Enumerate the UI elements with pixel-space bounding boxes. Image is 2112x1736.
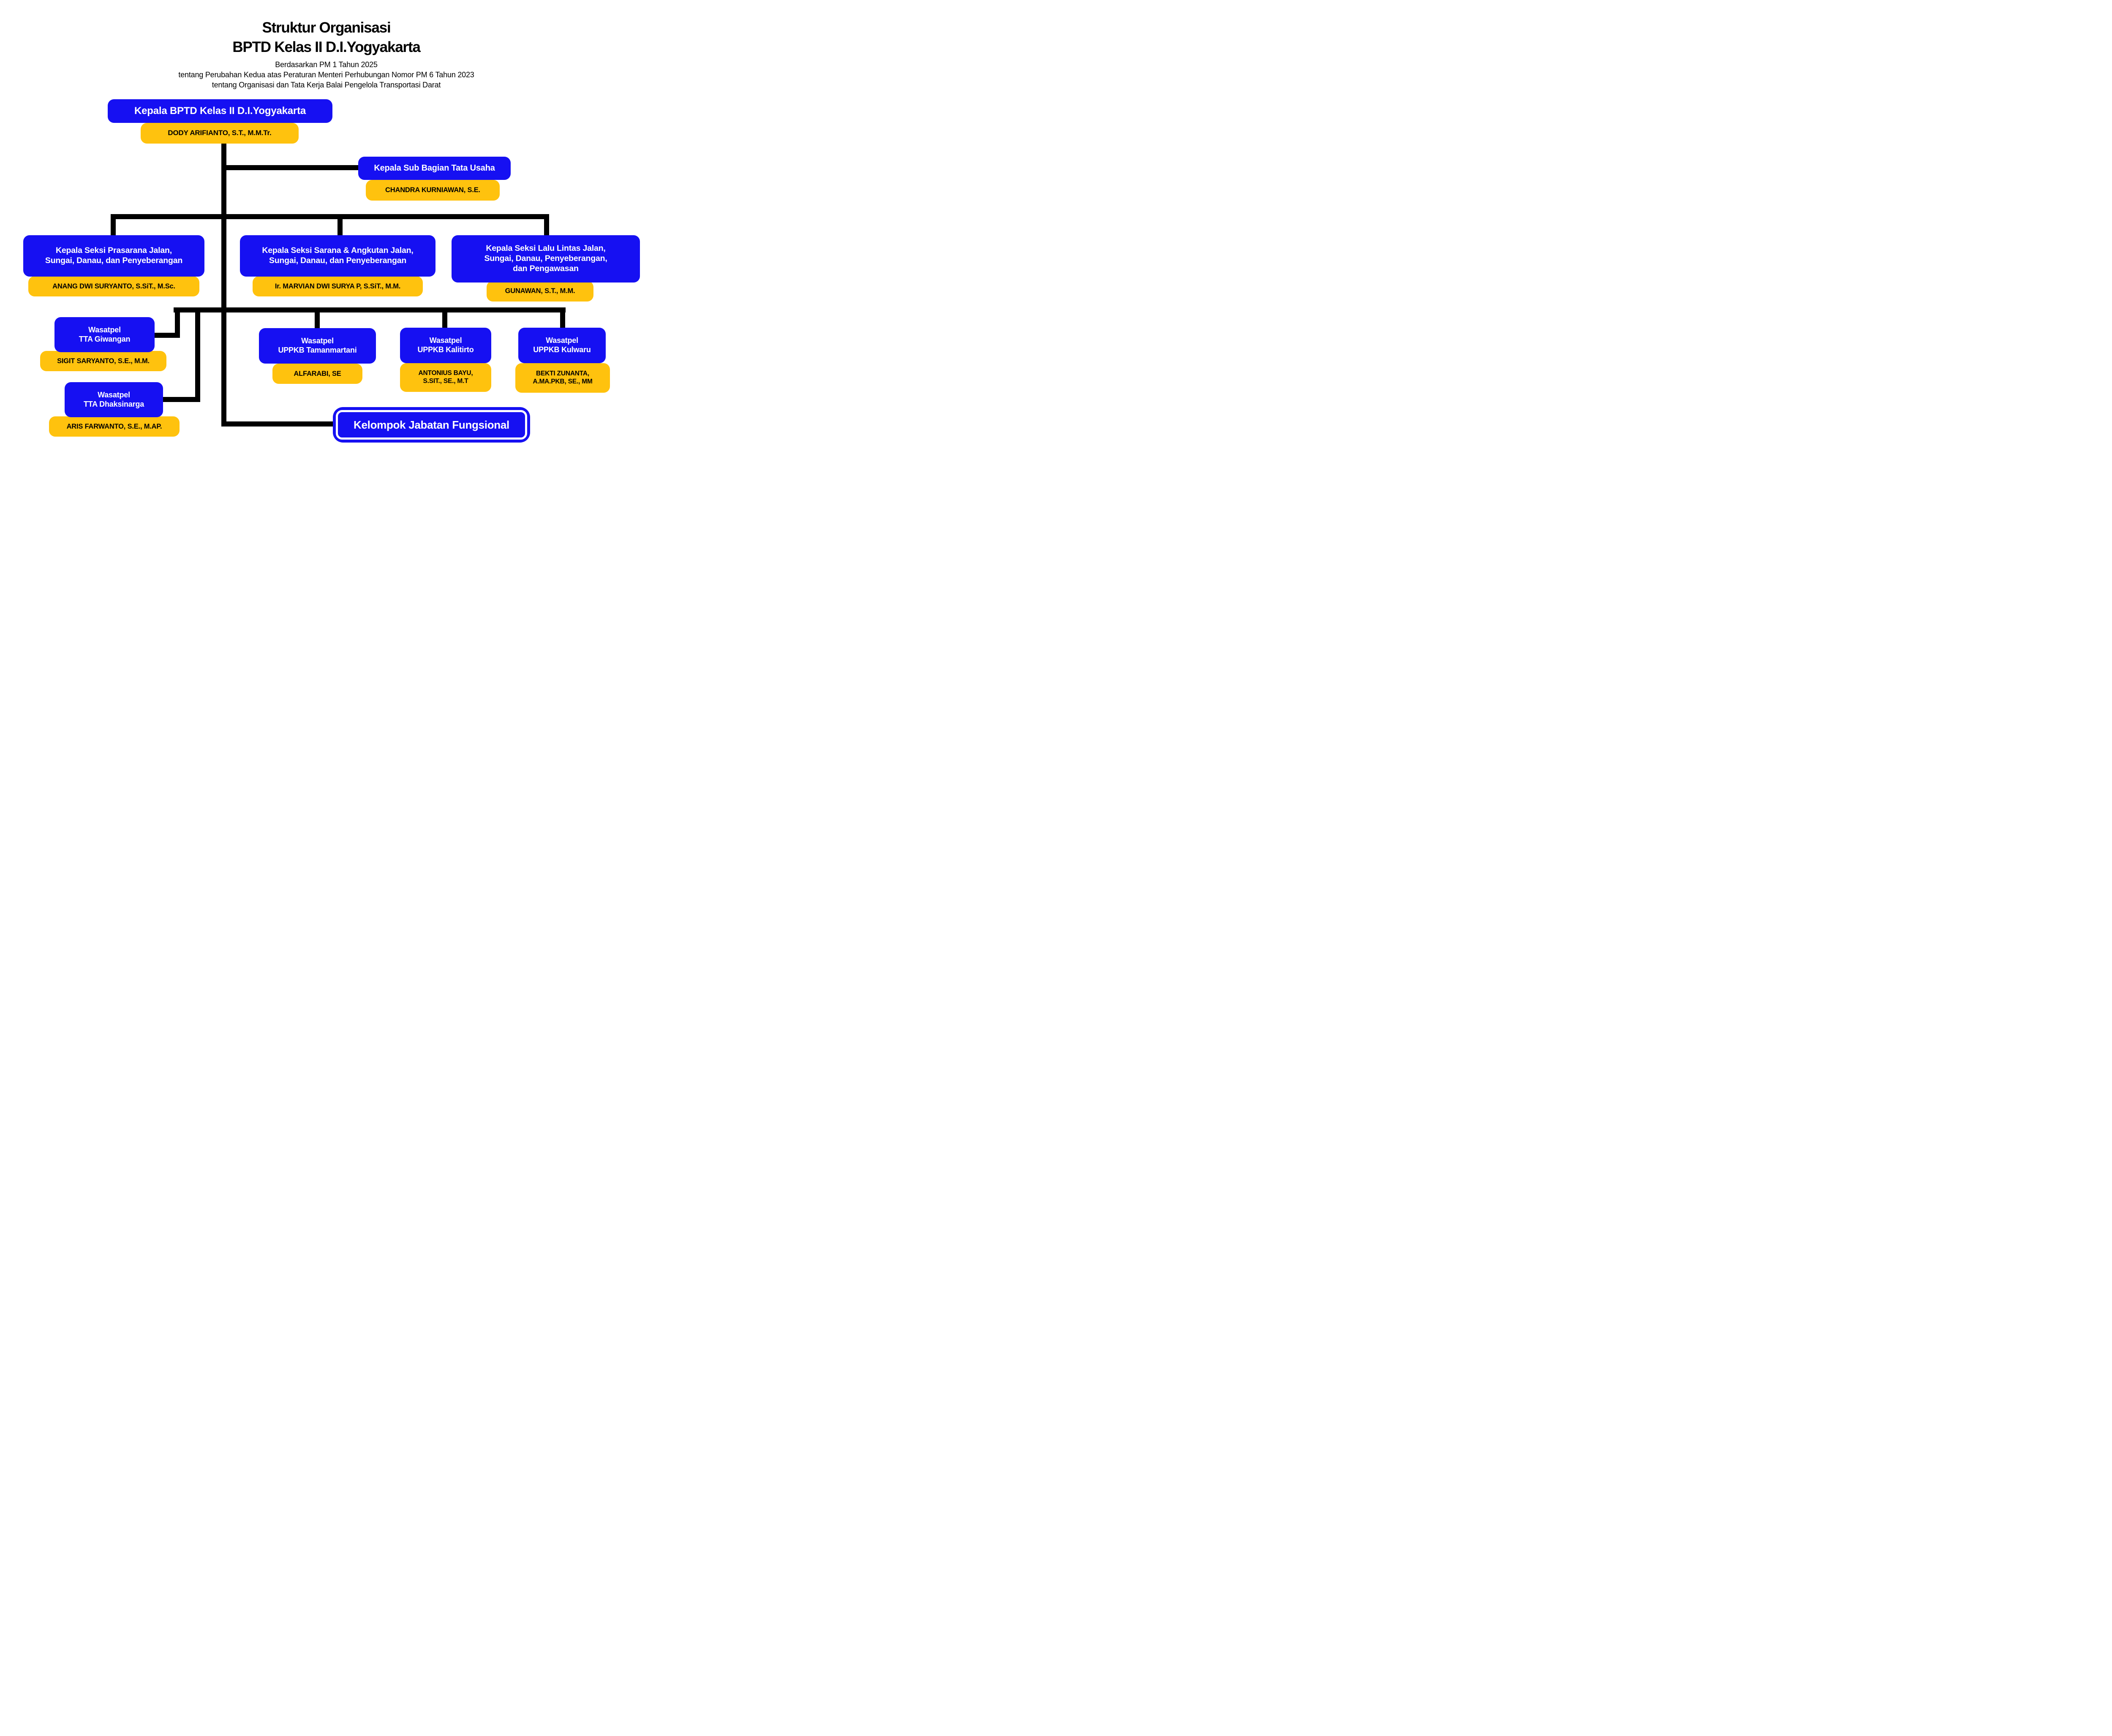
wasatpel-tamanmartani-name: ALFARABI, SE xyxy=(294,369,341,378)
box-wasatpel-uppkb-tamanmartani: Wasatpel UPPKB Tamanmartani xyxy=(259,328,376,364)
connector-stub-kulwaru xyxy=(560,310,565,329)
kepala-bptd-name: DODY ARIFIANTO, S.T., M.M.Tr. xyxy=(168,129,272,137)
seksi-lalulintas-line1: Kepala Seksi Lalu Lintas Jalan, xyxy=(486,244,606,253)
connector-fungsional-horizontal xyxy=(224,421,335,427)
connector-giwangan-vertical xyxy=(175,307,180,338)
wasatpel-giwangan-name: SIGIT SARYANTO, S.E., M.M. xyxy=(57,357,150,365)
seksi-prasarana-line2: Sungai, Danau, dan Penyeberangan xyxy=(45,256,183,265)
connector-main-vertical xyxy=(221,142,226,427)
box-seksi-prasarana-name: ANANG DWI SURYANTO, S.SiT., M.Sc. xyxy=(28,276,199,296)
wasatpel-kulwaru-name-line2: A.MA.PKB, SE., MM xyxy=(533,378,593,385)
wasatpel-tamanmartani-line2: UPPKB Tamanmartani xyxy=(278,346,357,354)
seksi-prasarana-line1: Kepala Seksi Prasarana Jalan, xyxy=(56,246,172,255)
box-seksi-sarana-name: Ir. MARVIAN DWI SURYA P, S.SiT., M.M. xyxy=(253,276,423,296)
box-seksi-prasarana: Kepala Seksi Prasarana Jalan, Sungai, Da… xyxy=(23,235,204,277)
wasatpel-dhaksinarga-name: ARIS FARWANTO, S.E., M.AP. xyxy=(66,422,162,430)
seksi-sarana-line1: Kepala Seksi Sarana & Angkutan Jalan, xyxy=(262,246,414,255)
wasatpel-kalitirto-line1: Wasatpel xyxy=(429,336,462,345)
page-subtitle-line2: tentang Perubahan Kedua atas Peraturan M… xyxy=(178,71,474,79)
box-wasatpel-tta-dhaksinarga-name: ARIS FARWANTO, S.E., M.AP. xyxy=(49,416,180,437)
tata-usaha-name: CHANDRA KURNIAWAN, S.E. xyxy=(385,186,480,194)
box-kepala-bptd: Kepala BPTD Kelas II D.I.Yogyakarta xyxy=(108,99,332,123)
box-wasatpel-uppkb-kulwaru-name: BEKTI ZUNANTA, A.MA.PKB, SE., MM xyxy=(515,363,610,393)
box-kepala-bptd-name: DODY ARIFIANTO, S.T., M.M.Tr. xyxy=(141,123,299,144)
kelompok-inner-ring: Kelompok Jabatan Fungsional xyxy=(336,410,527,440)
box-wasatpel-tta-giwangan-name: SIGIT SARYANTO, S.E., M.M. xyxy=(40,351,166,371)
page-title-line2: BPTD Kelas II D.I.Yogyakarta xyxy=(232,39,420,55)
box-wasatpel-uppkb-tamanmartani-name: ALFARABI, SE xyxy=(272,364,362,384)
box-seksi-lalulintas-name: GUNAWAN, S.T., M.M. xyxy=(487,281,593,302)
connector-trunk1-horizontal xyxy=(111,214,549,219)
page-subtitle-line1: Berdasarkan PM 1 Tahun 2025 xyxy=(275,60,378,69)
wasatpel-giwangan-line2: TTA Giwangan xyxy=(79,334,131,343)
box-kelompok-jabatan-fungsional: Kelompok Jabatan Fungsional xyxy=(333,407,530,443)
connector-trunk2-horizontal xyxy=(174,307,566,312)
seksi-sarana-name: Ir. MARVIAN DWI SURYA P, S.SiT., M.M. xyxy=(275,282,401,290)
wasatpel-kulwaru-name-line1: BEKTI ZUNANTA, xyxy=(536,370,590,378)
wasatpel-kulwaru-line1: Wasatpel xyxy=(546,336,578,345)
wasatpel-dhaksinarga-line1: Wasatpel xyxy=(98,390,130,399)
connector-stub-kalitirto xyxy=(442,310,447,329)
connector-dhaksinarga-vertical xyxy=(195,307,200,402)
box-seksi-lalulintas: Kepala Seksi Lalu Lintas Jalan, Sungai, … xyxy=(452,235,640,283)
box-wasatpel-tta-dhaksinarga: Wasatpel TTA Dhaksinarga xyxy=(65,382,163,417)
box-wasatpel-uppkb-kalitirto-name: ANTONIUS BAYU, S.SIT., SE., M.T xyxy=(400,363,491,392)
box-wasatpel-uppkb-kalitirto: Wasatpel UPPKB Kalitirto xyxy=(400,328,491,363)
page-title-line1: Struktur Organisasi xyxy=(262,19,391,36)
box-wasatpel-uppkb-kulwaru: Wasatpel UPPKB Kulwaru xyxy=(518,328,606,363)
seksi-lalulintas-name: GUNAWAN, S.T., M.M. xyxy=(505,287,575,295)
wasatpel-kalitirto-line2: UPPKB Kalitirto xyxy=(417,345,474,354)
kepala-bptd-title: Kepala BPTD Kelas II D.I.Yogyakarta xyxy=(134,105,306,117)
wasatpel-kalitirto-name-line2: S.SIT., SE., M.T xyxy=(423,378,468,385)
box-wasatpel-tta-giwangan: Wasatpel TTA Giwangan xyxy=(54,317,155,352)
seksi-lalulintas-line3: dan Pengawasan xyxy=(513,264,579,273)
connector-dhaksinarga-horizontal xyxy=(161,397,200,402)
connector-giwangan-horizontal xyxy=(152,333,180,338)
seksi-prasarana-name: ANANG DWI SURYANTO, S.SiT., M.Sc. xyxy=(52,282,175,290)
wasatpel-kulwaru-line2: UPPKB Kulwaru xyxy=(533,345,591,354)
box-tata-usaha: Kepala Sub Bagian Tata Usaha xyxy=(358,157,511,180)
box-seksi-sarana: Kepala Seksi Sarana & Angkutan Jalan, Su… xyxy=(240,235,435,277)
connector-stub-seksi-mid xyxy=(337,216,343,236)
seksi-lalulintas-line2: Sungai, Danau, Penyeberangan, xyxy=(484,254,607,264)
wasatpel-kalitirto-name-line1: ANTONIUS BAYU, xyxy=(418,369,473,377)
connector-stub-seksi-right xyxy=(544,214,549,236)
wasatpel-dhaksinarga-line2: TTA Dhaksinarga xyxy=(83,399,144,408)
seksi-sarana-line2: Sungai, Danau, dan Penyeberangan xyxy=(269,256,407,265)
box-tata-usaha-name: CHANDRA KURNIAWAN, S.E. xyxy=(366,180,500,201)
kelompok-title: Kelompok Jabatan Fungsional xyxy=(354,418,509,431)
wasatpel-giwangan-line1: Wasatpel xyxy=(88,325,121,334)
page-subtitle-line3: tentang Organisasi dan Tata Kerja Balai … xyxy=(212,81,441,89)
connector-stub-tamanmartani xyxy=(315,310,320,329)
connector-tatausaha-horizontal xyxy=(224,165,359,170)
tata-usaha-title: Kepala Sub Bagian Tata Usaha xyxy=(374,163,495,173)
wasatpel-tamanmartani-line1: Wasatpel xyxy=(301,337,334,345)
connector-stub-seksi-left xyxy=(111,214,116,236)
org-chart-canvas: Struktur Organisasi BPTD Kelas II D.I.Yo… xyxy=(0,0,653,465)
